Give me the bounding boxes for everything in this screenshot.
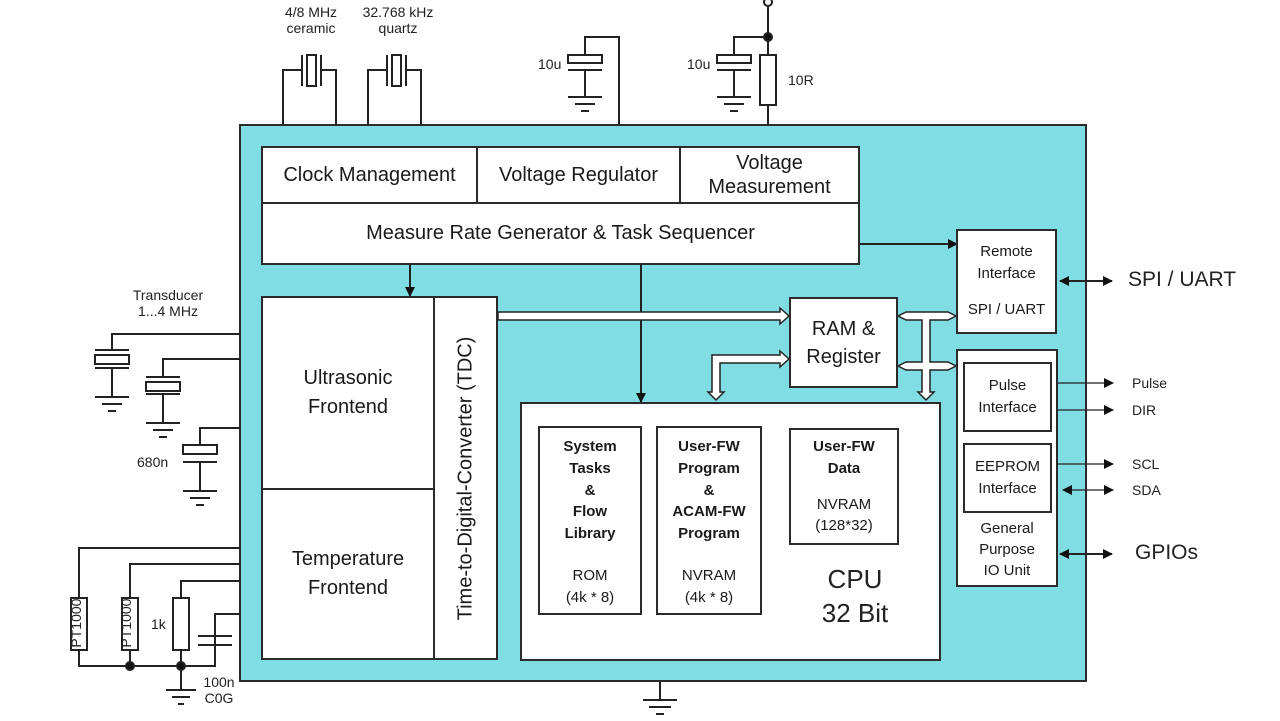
eeprom-line1: EEPROM bbox=[974, 458, 1040, 476]
quartz-crystal-symbol bbox=[367, 54, 422, 125]
capacitor-680n-symbol bbox=[182, 427, 240, 506]
voltage-measurement-line2: Measurement bbox=[708, 176, 831, 198]
ram-to-io-bus bbox=[896, 311, 958, 402]
prog-line3: & bbox=[703, 481, 715, 499]
measure-rate-sequencer-block: Measure Rate Generator & Task Sequencer bbox=[261, 202, 860, 265]
quartz-label: 32.768 kHz quartz bbox=[348, 4, 448, 36]
gpio-line2: Purpose bbox=[979, 541, 1035, 558]
pulse-line1: Pulse bbox=[988, 377, 1027, 395]
ram-line2: Register bbox=[806, 345, 881, 368]
transducer-freq: 1...4 MHz bbox=[138, 303, 198, 320]
voltage-regulator-label: Voltage Regulator bbox=[498, 163, 658, 186]
quartz-freq: 32.768 kHz bbox=[362, 4, 434, 20]
prog-line1: User-FW bbox=[678, 438, 740, 455]
chip-ground-symbol bbox=[643, 681, 677, 715]
rom-line2: Tasks bbox=[569, 459, 611, 477]
capacitor-10u-a-symbol bbox=[567, 36, 620, 125]
tdc-label: Time-to-Digital-Converter (TDC) bbox=[454, 336, 477, 620]
ceramic-resonator-symbol bbox=[282, 54, 337, 125]
voltage-measurement-block: Voltage Measurement bbox=[679, 146, 860, 204]
pt1000-b-label: PT1000 bbox=[117, 598, 134, 648]
rom-line5: Library bbox=[564, 525, 616, 542]
dir-signal-label: DIR bbox=[1132, 402, 1157, 418]
cap-100n-value: 100n bbox=[203, 674, 235, 690]
transducer-1-symbol bbox=[94, 333, 240, 412]
gpio-line3: IO Unit bbox=[983, 562, 1031, 579]
transducer-2-symbol bbox=[145, 358, 240, 438]
cpu-title: CPU bbox=[827, 564, 883, 594]
sequencer-label: Measure Rate Generator & Task Sequencer bbox=[366, 222, 755, 244]
remote-protocol: SPI / UART bbox=[967, 300, 1046, 318]
clock-management-block: Clock Management bbox=[261, 146, 478, 204]
gpio-line1: General bbox=[980, 520, 1034, 537]
cpu-label: CPU 32 Bit bbox=[790, 563, 920, 631]
pt1000-b-symbol bbox=[121, 563, 240, 666]
capacitor-100n-symbol bbox=[198, 613, 240, 666]
resistor-10r-label: 10R bbox=[788, 72, 814, 88]
spi-uart-signal-label: SPI / UART bbox=[1128, 268, 1237, 291]
rom-line4: Flow bbox=[572, 503, 608, 521]
ceramic-resonator-label: 4/8 MHz ceramic bbox=[268, 4, 354, 36]
user-fw-program-block: User-FW Program & ACAM-FW Program NVRAM … bbox=[656, 426, 762, 615]
cpu-bits: 32 Bit bbox=[821, 597, 889, 628]
tdc-block: Time-to-Digital-Converter (TDC) bbox=[433, 296, 498, 660]
transducer-label: Transducer 1...4 MHz bbox=[115, 287, 221, 319]
pt1000-a-label: PT1000 bbox=[67, 598, 84, 648]
quartz-type: quartz bbox=[378, 20, 418, 37]
capacitor-10u-b-symbol bbox=[716, 36, 768, 112]
prog-memory-size: (4k * 8) bbox=[684, 588, 734, 606]
cap-680n-label: 680n bbox=[137, 454, 169, 470]
rom-line1: System bbox=[563, 438, 617, 455]
eeprom-interface-block: EEPROM Interface bbox=[963, 443, 1052, 513]
gpios-signal-label: GPIOs bbox=[1135, 541, 1199, 564]
scl-signal-label: SCL bbox=[1132, 456, 1160, 472]
ceramic-type: ceramic bbox=[286, 20, 336, 37]
cap-100n-dielectric: C0G bbox=[204, 690, 234, 707]
gpio-unit-label: General Purpose IO Unit bbox=[979, 518, 1035, 581]
rom-line3: & bbox=[584, 481, 596, 499]
ultrasonic-line1: Ultrasonic bbox=[303, 367, 393, 389]
transducer-title: Transducer bbox=[132, 287, 204, 303]
remote-line1: Remote bbox=[980, 243, 1033, 260]
cap-10u-a-label: 10u bbox=[538, 56, 562, 72]
voltage-regulator-block: Voltage Regulator bbox=[476, 146, 681, 204]
data-memory-type: NVRAM bbox=[816, 495, 872, 513]
pt1000-a-symbol bbox=[70, 547, 240, 667]
temperature-line1: Temperature bbox=[291, 548, 405, 570]
data-line1: User-FW bbox=[813, 438, 875, 455]
cap-100n-label: 100n C0G bbox=[199, 674, 239, 706]
rom-memory-size: (4k * 8) bbox=[565, 588, 615, 606]
prog-line5: Program bbox=[678, 525, 740, 542]
ultrasonic-frontend-block: Ultrasonic Frontend bbox=[261, 296, 435, 490]
pulse-interface-block: Pulse Interface bbox=[963, 362, 1052, 432]
rom-block: System Tasks & Flow Library ROM (4k * 8) bbox=[538, 426, 642, 615]
temperature-frontend-block: Temperature Frontend bbox=[261, 488, 435, 660]
remote-interface-block: Remote Interface SPI / UART bbox=[956, 229, 1057, 334]
resistor-1k-symbol bbox=[166, 580, 240, 705]
ceramic-freq: 4/8 MHz bbox=[284, 4, 338, 20]
rom-memory-type: ROM bbox=[572, 566, 608, 584]
tdc-to-ram-bus bbox=[497, 306, 791, 326]
ram-line1: RAM & bbox=[811, 317, 876, 340]
data-line2: Data bbox=[827, 459, 861, 477]
pulse-line2: Interface bbox=[978, 399, 1037, 416]
user-fw-data-block: User-FW Data NVRAM (128*32) bbox=[789, 428, 899, 545]
prog-line2: Program bbox=[678, 459, 740, 477]
sda-signal-label: SDA bbox=[1132, 482, 1161, 498]
prog-memory-type: NVRAM bbox=[681, 566, 737, 584]
voltage-measurement-line1: Voltage bbox=[736, 152, 803, 174]
cap-10u-b-label: 10u bbox=[687, 56, 711, 72]
pulse-signal-label: Pulse bbox=[1132, 375, 1168, 391]
remote-line2: Interface bbox=[977, 264, 1036, 282]
eeprom-line2: Interface bbox=[978, 480, 1037, 497]
resistor-10r-symbol bbox=[759, 4, 777, 125]
resistor-1k-label: 1k bbox=[151, 616, 166, 632]
prog-line4: ACAM-FW bbox=[672, 503, 746, 521]
ram-register-block: RAM & Register bbox=[789, 297, 898, 388]
clock-management-label: Clock Management bbox=[283, 163, 456, 186]
temperature-line2: Frontend bbox=[307, 577, 389, 599]
data-memory-size: (128*32) bbox=[815, 517, 873, 535]
ultrasonic-line2: Frontend bbox=[307, 396, 389, 418]
